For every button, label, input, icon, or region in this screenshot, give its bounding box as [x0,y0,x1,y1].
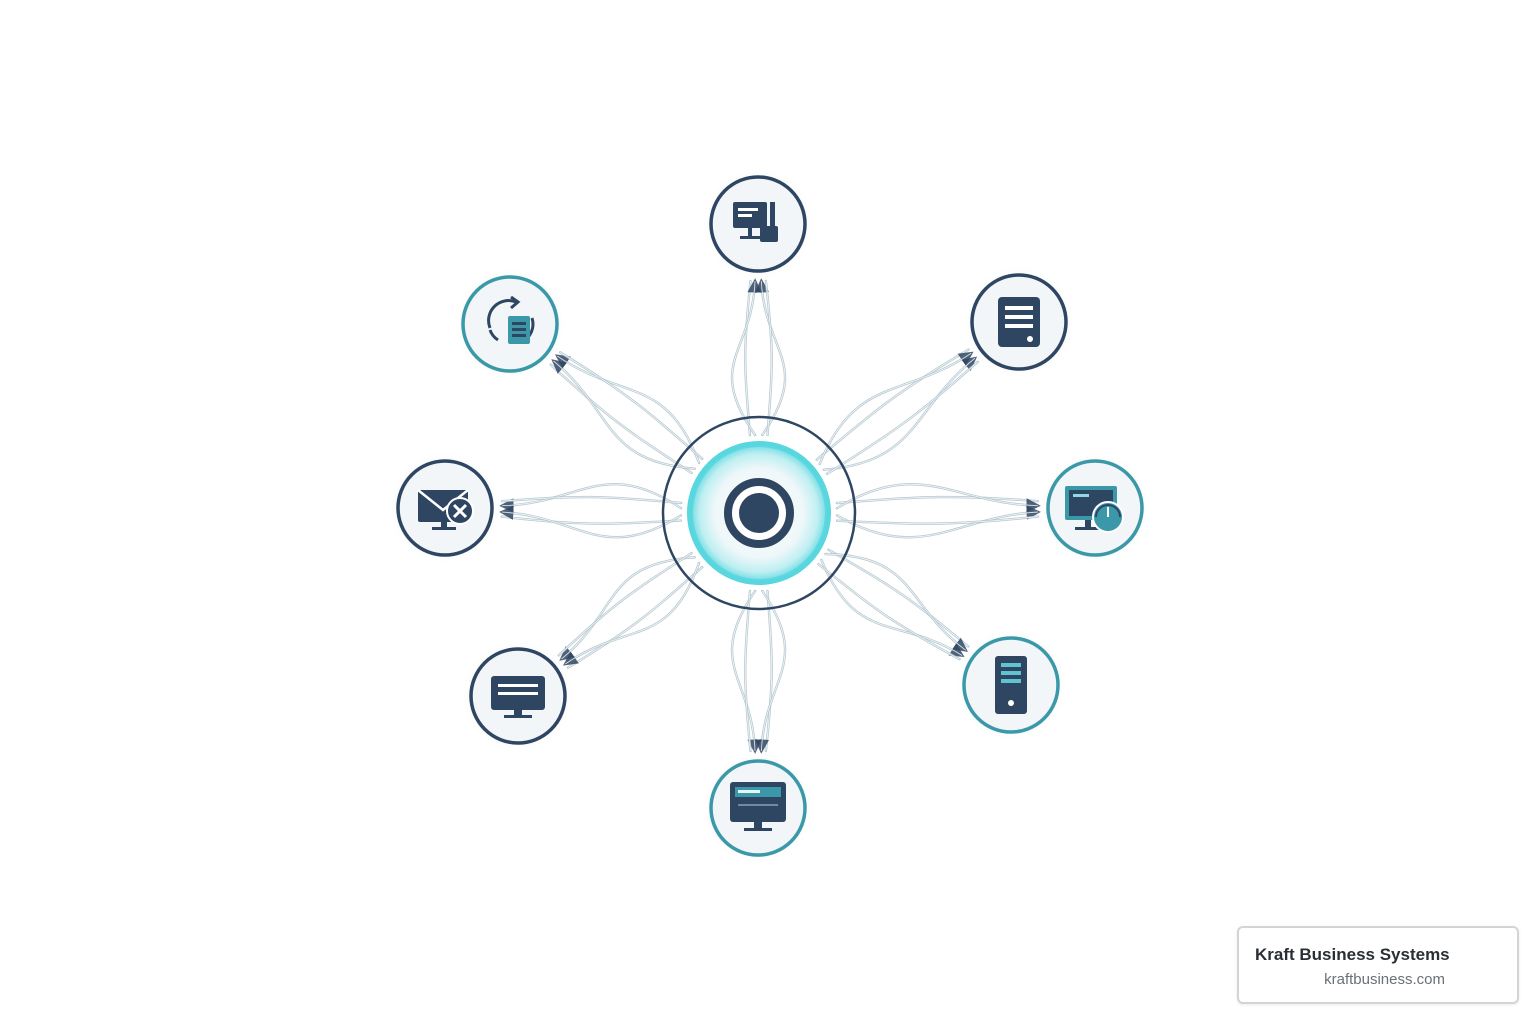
connector-highlight-bottom-left [561,556,695,660]
connector-highlight-top-right [819,352,972,465]
email-icon [417,489,474,530]
monitor-dashboard-icon [1065,486,1124,533]
connector-line-top-right [815,348,970,461]
connector-lines [499,278,1041,754]
connector-highlight-top-left [557,355,700,464]
connector-highlight-right [836,511,1039,538]
connector-line-top-right [818,351,974,466]
connector-line-bottom-right [817,563,961,661]
node-bottom-left [461,639,575,753]
connector-line-top-right [825,360,979,476]
connector-line-bottom-left [562,561,701,666]
watermark-company: Kraft Business Systems [1255,945,1450,964]
connector-highlight-bottom-right [828,549,969,647]
connector-highlight-top-left [553,360,695,470]
connector-highlight-bottom-left [567,566,703,669]
server-tower-icon [995,656,1027,714]
connector-highlight-bottom-left [558,552,692,656]
node-bottom-right [954,628,1068,742]
connector-highlight-bottom-left [565,562,700,665]
connector-highlight-left [502,496,682,504]
connector-line-top-left [558,351,704,461]
connector-highlight-top-left [550,364,692,474]
connector-line-bottom-left [566,565,704,669]
monitor-icon [730,782,786,831]
watermark-url: kraftbusiness.com [1324,971,1445,988]
connector-highlight-bottom-right [825,553,966,651]
hub-center-dot [739,493,779,533]
connector-line-bottom-right [827,548,970,648]
connector-line-left [500,515,683,525]
connector-highlight-bottom [765,590,773,752]
hub-outer-ring [661,415,857,611]
connector-highlight-left [502,483,682,509]
node-bottom [701,751,815,865]
connector-highlight-right [837,516,1039,525]
connector-highlight-left [501,516,681,525]
connector-line-right [835,515,1040,525]
node-top-left [453,267,567,381]
connector-line-bottom-left [557,551,693,657]
connector-highlight-bottom-right [818,563,960,660]
node-right [1038,451,1152,565]
connector-highlight-top-right [816,349,969,461]
connector-highlight-top [731,280,756,436]
connector-line-top-right [822,356,978,471]
connector-highlight-top [760,280,786,436]
document-icon [998,297,1040,347]
connector-line-top-left [551,359,696,470]
display-icon [491,676,545,718]
connector-highlight-top-left [559,351,703,460]
connector-highlight-top [744,280,751,436]
connector-highlight-top-right [823,357,976,471]
node-top-right [962,265,1076,379]
connector-highlight-bottom [760,590,786,752]
connector-line-top-left [549,363,693,475]
connector-highlight-right [836,496,1038,504]
connector-highlight-bottom-right [820,559,963,656]
connector-highlight-top [765,280,773,436]
node-group [388,167,1152,865]
node-top [701,167,815,281]
connector-line-bottom-right [820,558,965,657]
sync-document-icon [487,295,535,344]
desktop-workstation-icon [733,202,778,242]
watermark-box: Kraft Business Systems kraftbusiness.com [1237,926,1519,1004]
connector-highlight-left [501,511,682,538]
node-left [388,451,502,565]
connector-highlight-top-right [826,361,978,475]
connector-highlight-right [836,483,1038,509]
hub-glow-ring [689,443,829,583]
central-hub [661,415,857,611]
connector-highlight-bottom [731,590,756,752]
connector-highlight-bottom [744,590,751,752]
